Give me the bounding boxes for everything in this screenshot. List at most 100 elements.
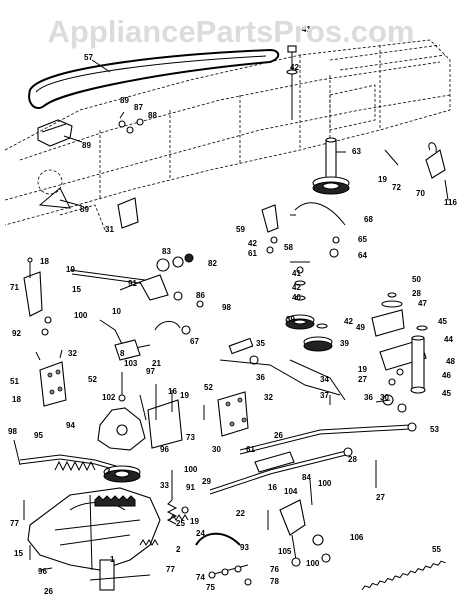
transmission-pulley — [103, 465, 178, 525]
callout-106: 106 — [350, 533, 364, 542]
callout-31: 31 — [105, 225, 114, 234]
callout-95: 95 — [34, 431, 43, 440]
callout-44: 44 — [444, 335, 453, 344]
callout-100: 100 — [184, 465, 198, 474]
callout-47: 47 — [418, 299, 427, 308]
mounting-plate-left — [35, 349, 67, 407]
callout-33: 33 — [160, 481, 169, 490]
callout-15: 15 — [14, 549, 23, 558]
callout-30: 30 — [380, 393, 389, 402]
callout-29: 29 — [202, 477, 211, 486]
callout-52: 52 — [204, 383, 213, 392]
callout-83: 83 — [162, 247, 171, 256]
callout-19: 19 — [66, 265, 75, 274]
callout-70: 70 — [416, 189, 425, 198]
control-lever — [23, 257, 52, 336]
leader-lines — [39, 59, 391, 571]
callout-76: 76 — [270, 565, 279, 574]
callout-98: 98 — [8, 427, 17, 436]
callout-68: 68 — [364, 215, 373, 224]
drive-belt — [28, 48, 280, 109]
callout-87: 87 — [134, 103, 143, 112]
callout-16: 16 — [268, 483, 277, 492]
callout-10: 10 — [112, 307, 121, 316]
bottom-hardware — [208, 564, 252, 586]
shift-rod — [209, 447, 353, 495]
callout-2: 2 — [176, 545, 181, 554]
callout-42: 42 — [292, 283, 301, 292]
callout-42: 42 — [248, 239, 257, 248]
callout-78: 78 — [270, 577, 279, 586]
callout-52: 52 — [88, 375, 97, 384]
callout-27: 27 — [358, 375, 367, 384]
callout-45: 45 — [438, 317, 447, 326]
callout-75: 75 — [206, 583, 215, 592]
callout-28: 28 — [412, 289, 421, 298]
callout-49: 49 — [356, 323, 365, 332]
callout-72: 72 — [392, 183, 401, 192]
callout-102: 102 — [102, 393, 116, 402]
callout-36: 36 — [256, 373, 265, 382]
mounting-plate-right — [203, 391, 249, 437]
callout-39: 39 — [286, 315, 295, 324]
idler-pulley-stack — [285, 261, 333, 352]
callout-71: 71 — [10, 283, 19, 292]
callout-77: 77 — [10, 519, 19, 528]
callout-53: 53 — [430, 425, 439, 434]
extension-spring — [361, 560, 446, 591]
transaxle — [23, 487, 161, 591]
bracket — [117, 197, 139, 229]
callout-96: 96 — [38, 567, 47, 576]
callout-65: 65 — [358, 235, 367, 244]
callout-89: 89 — [120, 96, 129, 105]
callout-100: 100 — [74, 311, 88, 320]
callout-86: 86 — [196, 291, 205, 300]
callout-92: 92 — [12, 329, 21, 338]
callout-51: 51 — [10, 377, 19, 386]
callout-27: 27 — [376, 493, 385, 502]
axle-bracket-right — [371, 292, 428, 394]
callout-50: 50 — [412, 275, 421, 284]
callout-96: 96 — [160, 445, 169, 454]
lift-rod — [239, 394, 417, 488]
callout-93: 93 — [240, 543, 249, 552]
callout-19: 19 — [190, 517, 199, 526]
cooling-fan — [97, 372, 146, 451]
callout-37: 37 — [320, 391, 329, 400]
brake-linkage — [384, 142, 449, 201]
callout-97: 97 — [146, 367, 155, 376]
callout-22: 22 — [236, 509, 245, 518]
callout-26: 26 — [44, 587, 53, 596]
callout-116: 116 — [444, 198, 457, 207]
callout-100: 100 — [306, 559, 320, 568]
idler-bracket — [261, 202, 346, 258]
callout-98: 98 — [222, 303, 231, 312]
callout-63: 63 — [352, 147, 361, 156]
callout-88: 88 — [148, 111, 157, 120]
brake-rod — [219, 337, 346, 405]
callout-18: 18 — [40, 257, 49, 266]
callout-105: 105 — [278, 547, 292, 556]
callout-16: 16 — [168, 387, 177, 396]
callout-74: 74 — [196, 573, 205, 582]
callout-46: 46 — [442, 371, 451, 380]
callout-59: 59 — [236, 225, 245, 234]
callout-61: 61 — [246, 445, 255, 454]
callout-35: 35 — [256, 339, 265, 348]
callout-34: 34 — [320, 375, 329, 384]
belt-guide-bracket — [37, 119, 73, 147]
callout-91: 91 — [128, 279, 137, 288]
watermark: AppliancePartsPros.com — [47, 14, 415, 49]
callout-58: 58 — [284, 243, 293, 252]
callout-24: 24 — [196, 529, 205, 538]
callout-42: 42 — [344, 317, 353, 326]
callout-1: 1 — [110, 555, 115, 564]
callout-100: 100 — [318, 479, 332, 488]
transmission-springs — [139, 506, 241, 546]
callout-67: 67 — [190, 337, 199, 346]
bolt-top — [286, 45, 298, 120]
callout-55: 55 — [432, 545, 441, 554]
callout-48: 48 — [446, 357, 455, 366]
